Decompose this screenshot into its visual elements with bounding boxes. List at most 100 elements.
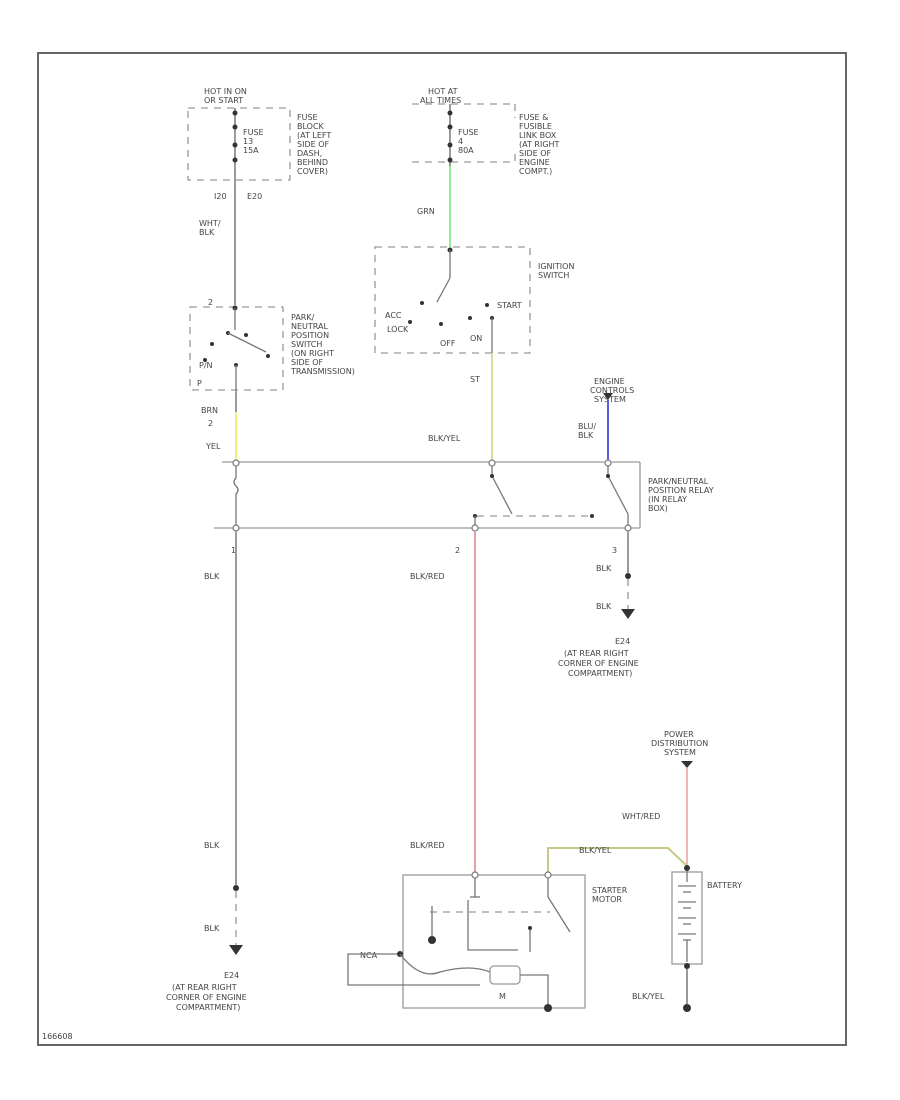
- relay-pin-2: 2: [455, 546, 460, 555]
- wire-label-grn: GRN: [417, 207, 435, 216]
- ignition-switch: IGNITION SWITCH ACC LOCK OFF ON START: [374, 246, 574, 354]
- fuse-block-loc-7: COVER): [297, 167, 328, 176]
- fuse-block: HOT IN ON OR START FUSE 13 15A FUSE BLOC…: [187, 87, 331, 201]
- ground-right: E24 (AT REAR RIGHT CORNER OF ENGINE COMP…: [558, 637, 639, 678]
- fuse-13-label-1: FUSE: [243, 128, 264, 137]
- pn-switch-bottom-pin: 2: [208, 419, 213, 428]
- fuse-4-label-1: FUSE: [458, 128, 479, 137]
- engine-controls-system: ENGINE CONTROLS SYSTEM: [590, 377, 634, 404]
- starter-motor-label-2: MOTOR: [592, 895, 622, 904]
- pn-switch-desc-6: SIDE OF: [291, 358, 323, 367]
- power-dist-label-2: DISTRIBUTION: [651, 739, 708, 748]
- pn-switch-desc-3: POSITION: [291, 331, 329, 340]
- ground-right-loc-3: COMPARTMENT): [568, 669, 632, 678]
- park-neutral-relay: PARK/NEUTRAL POSITION RELAY (IN RELAY BO…: [214, 459, 714, 555]
- wire-label-blk-yel-relay: BLK/YEL: [428, 434, 461, 443]
- fuse-block-loc-4: SIDE OF: [297, 140, 329, 149]
- ground-left-loc-2: CORNER OF ENGINE: [166, 993, 247, 1002]
- engine-controls-label-2: CONTROLS: [590, 386, 634, 395]
- ignition-pos-off: OFF: [440, 339, 456, 348]
- diagram-frame: [37, 52, 847, 1046]
- relay-pin-3: 3: [612, 546, 617, 555]
- fusible-link-header-2: ALL TIMES: [420, 96, 461, 105]
- fusible-link-header-1: HOT AT: [428, 87, 458, 96]
- wire-label-blu-blk-1: BLU/: [578, 422, 596, 431]
- engine-controls-label-3: SYSTEM: [594, 395, 626, 404]
- starter-motor-symbol: M: [499, 992, 506, 1001]
- wire-label-blk-right-2: BLK: [596, 602, 612, 611]
- wire-label-blk-yel-starter: BLK/YEL: [579, 846, 612, 855]
- fuse-13-label-3: 15A: [243, 146, 259, 155]
- fusible-link-loc-2: FUSIBLE: [519, 122, 552, 131]
- starter-terminal-label: NCA: [360, 951, 378, 960]
- wire-label-blk-left-top: BLK: [204, 572, 220, 581]
- fuse-block-pin-right: E20: [247, 192, 262, 201]
- diagram-id: 166608: [42, 1032, 73, 1041]
- fuse-block-loc-1: FUSE: [297, 113, 318, 122]
- pn-switch-pos-pn: P/N: [199, 361, 213, 370]
- starter-motor: STARTER MOTOR NCA M: [347, 871, 628, 1012]
- ground-left-loc-3: COMPARTMENT): [176, 1003, 240, 1012]
- fuse-block-loc-6: BEHIND: [297, 158, 328, 167]
- fuse-4-label-3: 80A: [458, 146, 474, 155]
- ignition-pin-st: ST: [470, 375, 480, 384]
- relay-label-2: POSITION RELAY: [648, 486, 714, 495]
- wire-label-blk-left-mid: BLK: [204, 841, 220, 850]
- ground-left: E24 (AT REAR RIGHT CORNER OF ENGINE COMP…: [166, 971, 247, 1012]
- fuse-13-label-2: 13: [243, 137, 253, 146]
- fusible-link-loc-4: (AT RIGHT: [519, 140, 560, 149]
- ignition-switch-title-1: IGNITION: [538, 262, 574, 271]
- ground-right-loc-2: CORNER OF ENGINE: [558, 659, 639, 668]
- fuse-4-label-2: 4: [458, 137, 463, 146]
- ignition-pos-acc: ACC: [385, 311, 402, 320]
- power-dist-label-1: POWER: [664, 730, 694, 739]
- wire-label-wht-blk-1: WHT/: [199, 219, 221, 228]
- fuse-block-header-2: OR START: [204, 96, 243, 105]
- battery-label: BATTERY: [707, 881, 742, 890]
- wire-label-blu-blk-2: BLK: [578, 431, 594, 440]
- wire-label-blk-red-starter: BLK/RED: [410, 841, 445, 850]
- battery: BATTERY: [671, 865, 742, 969]
- fuse-block-pin-left: I20: [214, 192, 227, 201]
- ignition-pos-on: ON: [470, 334, 482, 343]
- fuse-block-loc-3: (AT LEFT: [297, 131, 331, 140]
- fusible-link-loc-6: ENGINE: [519, 158, 550, 167]
- ground-right-id: E24: [615, 637, 630, 646]
- engine-controls-label-1: ENGINE: [594, 377, 625, 386]
- wire-label-blk-yel-battery: BLK/YEL: [632, 992, 665, 1001]
- fuse-block-header-1: HOT IN ON: [204, 87, 247, 96]
- fusible-link-loc-3: LINK BOX: [519, 131, 557, 140]
- pn-switch-desc-2: NEUTRAL: [291, 322, 328, 331]
- relay-label-3: (IN RELAY: [648, 495, 687, 504]
- pn-switch-desc-5: (ON RIGHT: [291, 349, 334, 358]
- wire-label-blk-right-1: BLK: [596, 564, 612, 573]
- park-neutral-switch: 2 P/N P PARK/ NEUTRAL POSITION SWITCH (O…: [189, 298, 355, 391]
- wire-label-wht-blk-2: BLK: [199, 228, 215, 237]
- relay-pin-1: 1: [231, 546, 236, 555]
- power-distribution-system: POWER DISTRIBUTION SYSTEM: [651, 730, 708, 768]
- ground-left-id: E24: [224, 971, 239, 980]
- pn-switch-desc-7: TRANSMISSION): [290, 367, 355, 376]
- pn-switch-desc-1: PARK/: [291, 313, 315, 322]
- ignition-switch-title-2: SWITCH: [538, 271, 569, 280]
- pn-switch-desc-4: SWITCH: [291, 340, 322, 349]
- wire-label-blk-left-bottom: BLK: [204, 924, 220, 933]
- wire-label-wht-red: WHT/RED: [622, 812, 660, 821]
- starter-motor-label-1: STARTER: [592, 886, 628, 895]
- fusible-link-box: HOT AT ALL TIMES FUSE 4 80A FUSE & FUSIB…: [412, 87, 560, 176]
- wire-label-blk-red-relay: BLK/RED: [410, 572, 445, 581]
- ground-left-loc-1: (AT REAR RIGHT: [172, 983, 237, 992]
- relay-label-1: PARK/NEUTRAL: [648, 477, 709, 486]
- fuse-block-loc-5: DASH,: [297, 149, 322, 158]
- wire-label-brn: BRN: [201, 406, 218, 415]
- relay-label-4: BOX): [648, 504, 668, 513]
- ground-right-loc-1: (AT REAR RIGHT: [564, 649, 629, 658]
- pn-switch-pos-p: P: [197, 379, 202, 388]
- power-dist-label-3: SYSTEM: [664, 748, 696, 757]
- ignition-pos-start: START: [497, 301, 522, 310]
- fusible-link-loc-1: FUSE &: [519, 113, 548, 122]
- ignition-pos-lock: LOCK: [387, 325, 409, 334]
- wire-label-yel: YEL: [205, 442, 221, 451]
- fusible-link-loc-5: SIDE OF: [519, 149, 551, 158]
